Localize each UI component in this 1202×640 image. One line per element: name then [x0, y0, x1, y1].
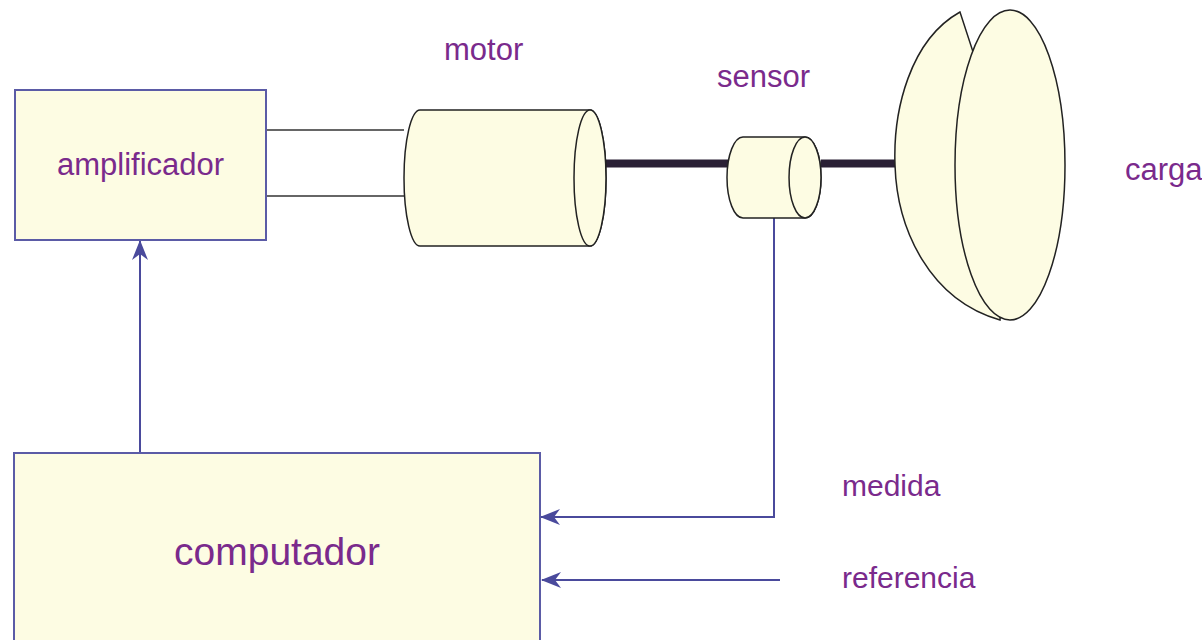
connector-line — [267, 129, 404, 131]
connector-line — [139, 241, 141, 452]
node-label: motor — [444, 32, 523, 68]
signal-label: referencia — [842, 561, 975, 595]
node-label: computador — [174, 530, 380, 574]
shape-outline — [890, 5, 1070, 325]
cylinder-end — [789, 137, 821, 218]
shape-outline — [404, 110, 606, 246]
connector — [140, 241, 141, 452]
connector — [821, 163, 895, 164]
shape-outline — [727, 137, 821, 218]
connector-line — [541, 218, 774, 517]
connector — [267, 130, 404, 196]
computer-box: computador — [13, 452, 541, 640]
connector-line — [606, 160, 732, 168]
connector-line — [821, 160, 895, 168]
node-label: sensor — [717, 59, 810, 95]
cylinder-body — [727, 137, 821, 218]
sensor-cylinder: sensor — [727, 137, 821, 218]
amplifier-box: amplificador — [14, 89, 267, 241]
connector — [541, 218, 774, 517]
cylinder-end — [574, 110, 606, 246]
motor-cylinder: motor — [404, 110, 606, 246]
dish-face — [955, 10, 1065, 320]
connector — [606, 163, 732, 164]
node-label: amplificador — [57, 147, 224, 183]
node-label: carga — [1125, 152, 1202, 188]
reference-arrow — [542, 579, 780, 581]
cylinder-body — [404, 110, 606, 246]
connector-line — [267, 195, 404, 197]
load-dish: carga — [890, 5, 1070, 325]
signal-label: medida — [842, 469, 940, 503]
